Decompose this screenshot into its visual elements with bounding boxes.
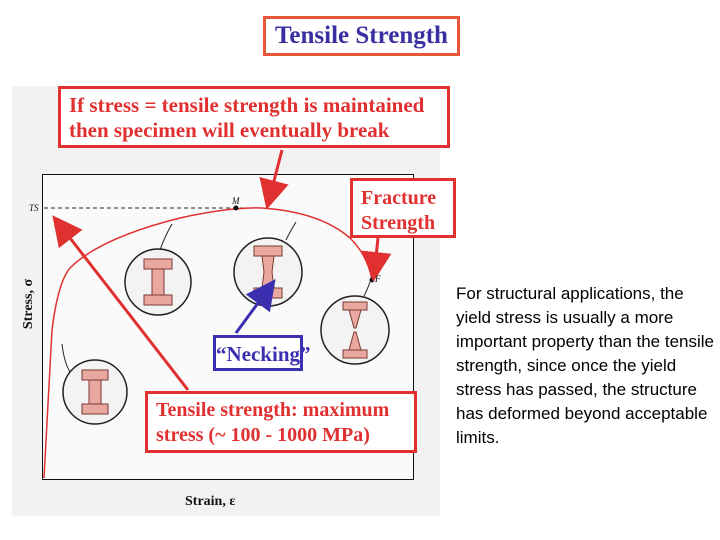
arrow-to-fracture xyxy=(361,237,392,282)
slide-title: Tensile Strength xyxy=(275,22,448,49)
specimen-elastic xyxy=(62,359,128,425)
stress-strain-curve xyxy=(43,207,373,479)
specimen-uniform xyxy=(124,248,192,316)
arrow-to-ts xyxy=(52,215,190,391)
arrow-to-max xyxy=(259,149,289,210)
callout-tensile-strength: Tensile strength: maximum stress (~ 100 … xyxy=(145,391,417,453)
callout-necking: “Necking” xyxy=(213,335,311,371)
side-note: For structural applications, the yield s… xyxy=(456,284,714,447)
x-axis-label: Strain, ε xyxy=(185,494,236,509)
title-box: Tensile Strength xyxy=(263,16,460,56)
callout-tensile-line2: stress (~ 100 - 1000 MPa) xyxy=(156,424,370,446)
callout-top-line2: then specimen will eventually break xyxy=(69,118,390,142)
pointer-necking xyxy=(285,221,297,241)
ts-tick-label: TS xyxy=(29,203,39,213)
pointer-elastic xyxy=(61,343,71,373)
max-point-m xyxy=(233,205,239,211)
arrow-to-neck xyxy=(234,279,276,334)
callout-tensile-line1: Tensile strength: maximum xyxy=(156,399,390,421)
callout-fracture-line2: Strength xyxy=(361,212,436,234)
pointer-uniform xyxy=(159,223,173,251)
callout-maintained-stress: If stress = tensile strength is maintain… xyxy=(58,86,450,148)
fracture-point-f xyxy=(369,277,375,283)
callout-top-line1: If stress = tensile strength is maintain… xyxy=(69,93,425,117)
f-point-label: F xyxy=(375,274,381,284)
m-point-label: M xyxy=(232,196,240,206)
specimen-necking-start xyxy=(233,237,303,307)
callout-fracture-strength: Fracture Strength xyxy=(350,178,456,238)
callout-fracture-line1: Fracture xyxy=(361,187,437,209)
specimen-necked xyxy=(320,295,390,365)
pointer-fracture xyxy=(363,281,371,297)
y-axis-label: Stress, σ xyxy=(21,278,37,330)
